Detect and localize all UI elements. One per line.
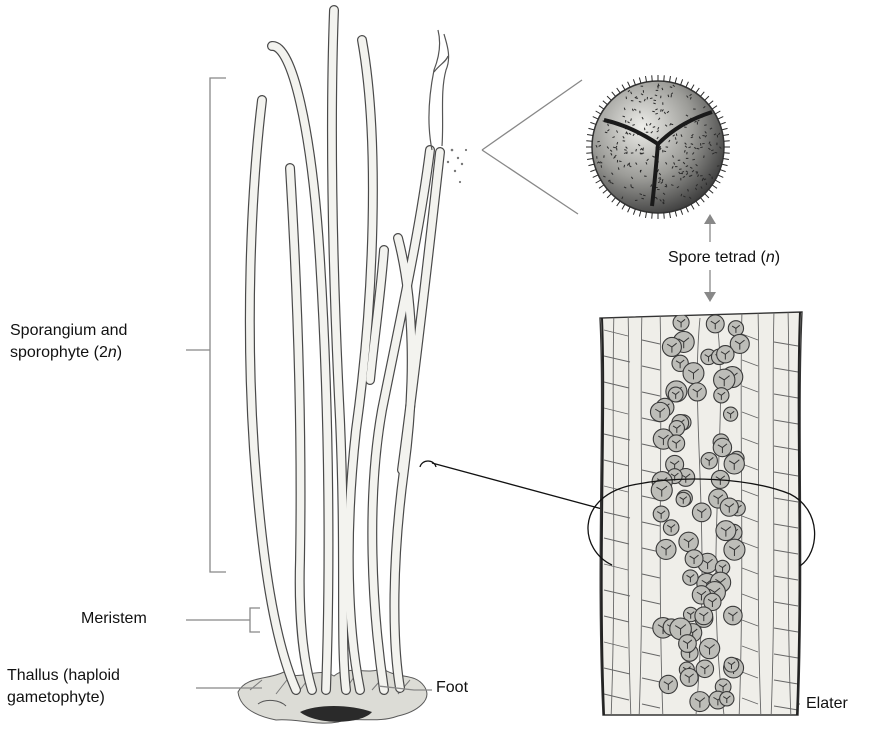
thallus-label-line1: Thallus (haploid [7,665,120,687]
spore-magnify-leader-upper [482,80,582,150]
spore-tetrad-label: Spore tetrad (n) [668,247,780,269]
sporangium-label-line1: Sporangium and [10,320,127,342]
sporophyte-stalks [250,10,440,690]
foot-label: Foot [436,677,468,699]
thallus-label-line2: gametophyte) [7,687,120,709]
spore-magnify-leader-lower [482,150,578,214]
sporangium-label-line2: sporophyte (2n) [10,342,127,364]
sporangium-label: Sporangium and sporophyte (2n) [10,320,127,364]
spore-tetrad-drawing [586,75,730,219]
thallus-label: Thallus (haploid gametophyte) [7,665,120,709]
sporangium-bracket [186,78,226,572]
meristem-bracket [186,608,260,632]
dehiscing-tip [429,30,449,150]
stalk-to-detail-leader [432,463,628,516]
sporangium-section [600,310,802,720]
elater-label: Elater [806,693,848,715]
meristem-label: Meristem [81,608,147,630]
released-spores [447,149,467,183]
stalk-fill [290,168,312,690]
